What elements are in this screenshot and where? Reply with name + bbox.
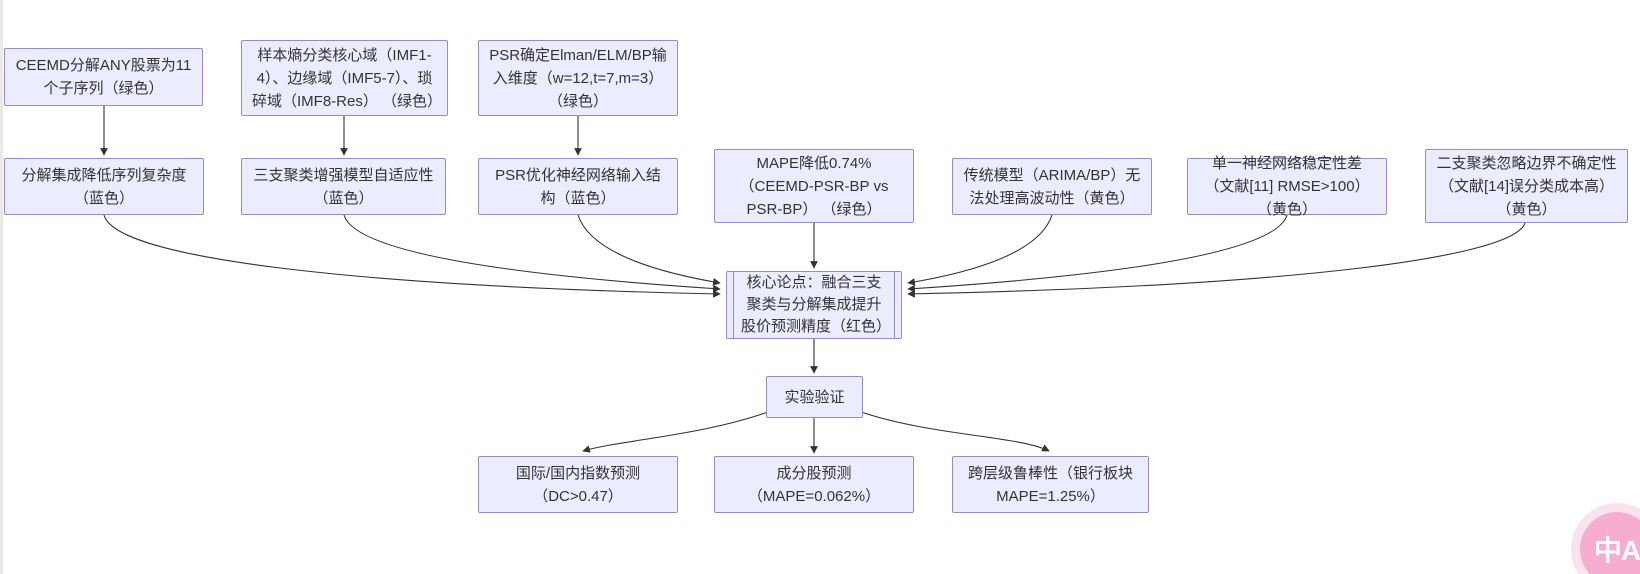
edge-twoway-to-core bbox=[907, 222, 1526, 298]
edge-threeway-to-core bbox=[343, 214, 721, 293]
edge-experiment-to-robustness bbox=[860, 411, 1050, 452]
node-single-network-instability: 单一神经网络稳定性差（文献[11] RMSE>100） （黄色） bbox=[1187, 155, 1387, 218]
node-constituent-prediction: 成分股预测（MAPE=0.062%） bbox=[714, 456, 914, 513]
node-decomposition-benefit: 分解集成降低序列复杂度（蓝色） bbox=[4, 158, 204, 215]
node-mape-reduction: MAPE降低0.74%（CEEMD-PSR-BP vs PSR-BP） （绿色） bbox=[714, 149, 914, 223]
node-cross-level-robustness: 跨层级鲁棒性（银行板块 MAPE=1.25%） bbox=[952, 456, 1149, 513]
node-index-prediction: 国际/国内指数预测（DC>0.47） bbox=[478, 456, 678, 513]
edge-singlenn-to-core bbox=[907, 214, 1288, 293]
edge-psropt-to-core bbox=[577, 214, 721, 286]
node-sample-entropy: 样本熵分类核心域（IMF1-4）、边缘域（IMF5-7）、琐碎域（IMF8-Re… bbox=[241, 40, 448, 116]
node-psr-input-dimension: PSR确定Elman/ELM/BP输入维度（w=12,t=7,m=3） （绿色） bbox=[478, 40, 678, 116]
node-psr-optimization: PSR优化神经网络输入结构（蓝色） bbox=[478, 158, 678, 215]
node-traditional-model-limit: 传统模型（ARIMA/BP）无法处理高波动性（黄色） bbox=[952, 158, 1152, 215]
page-edge-strip bbox=[0, 0, 3, 574]
edge-traditional-to-core bbox=[907, 214, 1053, 286]
node-ceemd-decomposition: CEEMD分解ANY股票为11个子序列（绿色） bbox=[4, 48, 203, 106]
edge-decomposition-to-core bbox=[103, 214, 721, 298]
edge-experiment-to-index bbox=[582, 411, 769, 453]
node-experiment-validation: 实验验证 bbox=[766, 376, 863, 418]
node-two-way-clustering-limit: 二支聚类忽略边界不确定性（文献[14]误分类成本高）（黄色） bbox=[1425, 149, 1628, 223]
node-core-thesis: 核心论点：融合三支聚类与分解集成提升股价预测精度（红色） bbox=[726, 271, 902, 339]
node-three-way-clustering: 三支聚类增强模型自适应性（蓝色） bbox=[241, 158, 446, 215]
translate-badge[interactable]: 中A bbox=[1580, 512, 1640, 574]
